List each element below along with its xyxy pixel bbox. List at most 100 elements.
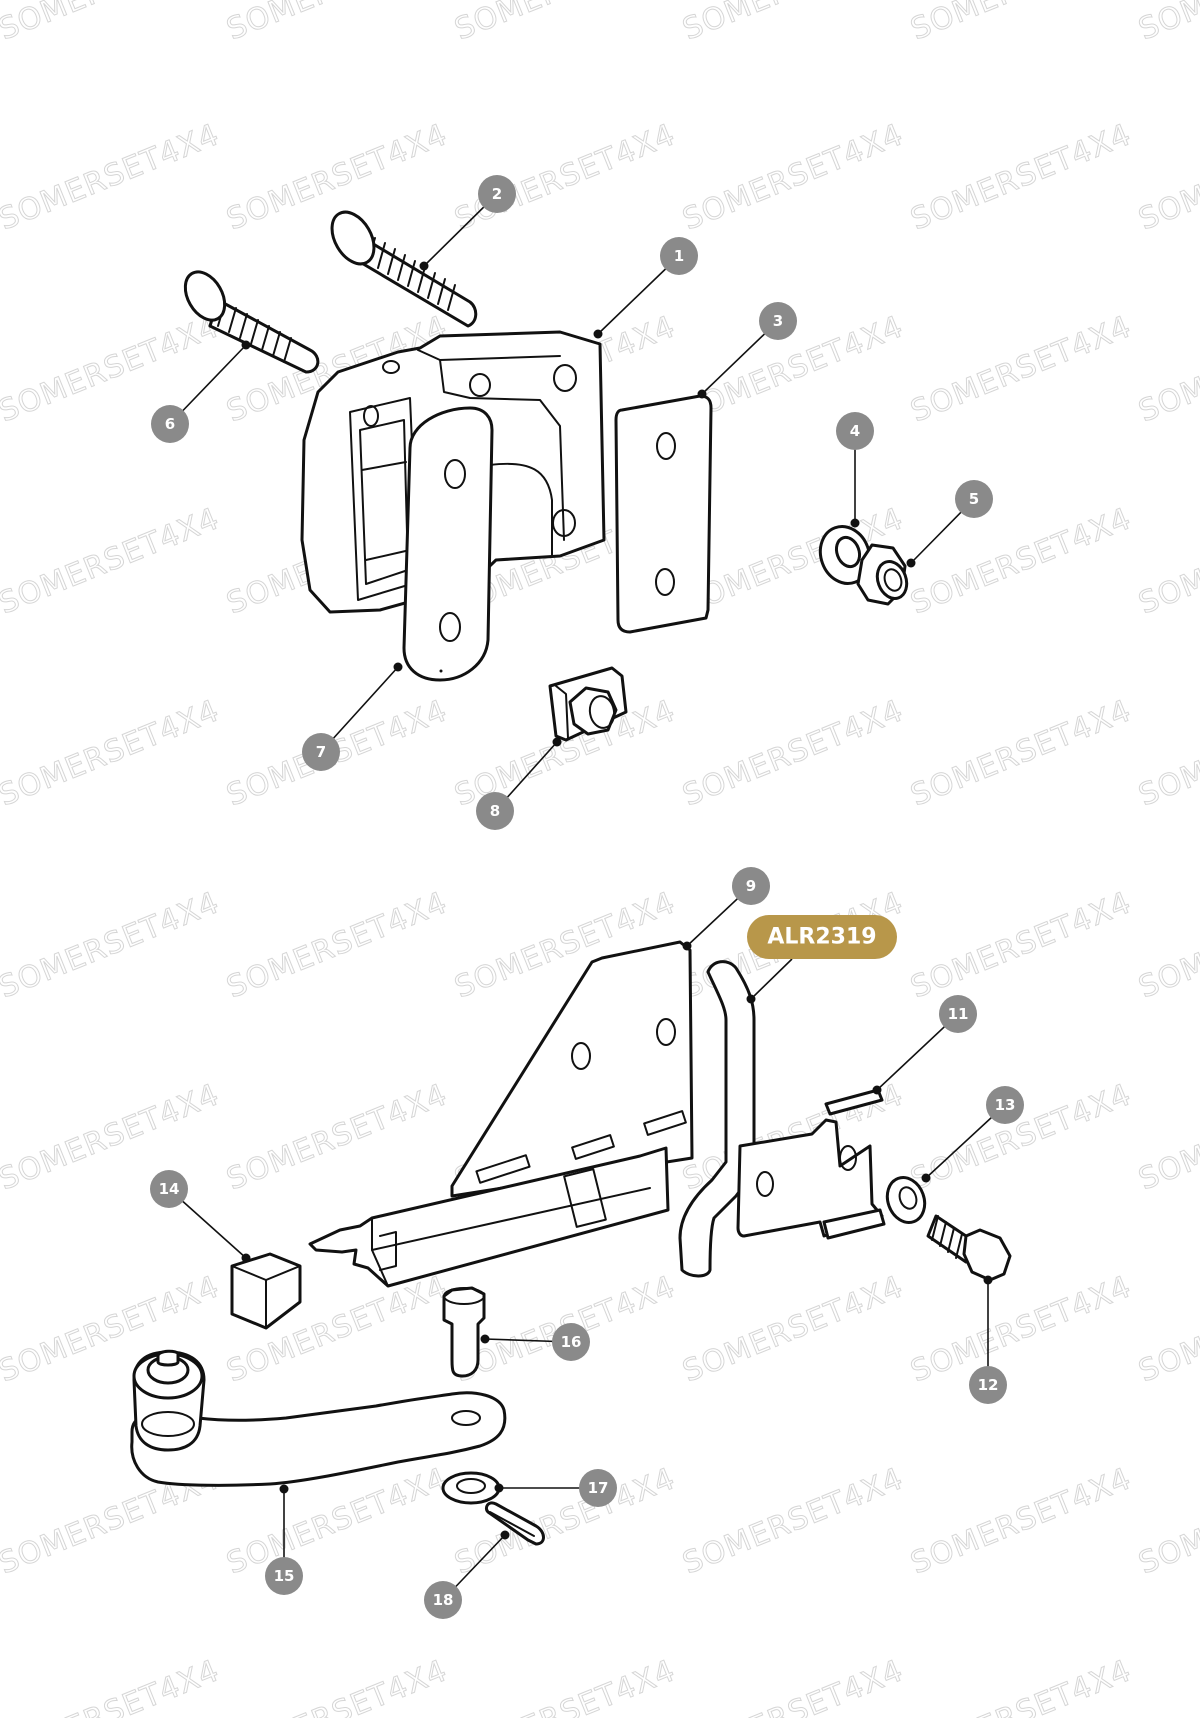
watermark-text: SOMERSET4X4 xyxy=(0,885,224,1005)
leader-15-dot xyxy=(279,1484,289,1494)
nut-part-5 xyxy=(856,543,909,606)
callout-1-label: 1 xyxy=(674,247,684,265)
leader-4-dot xyxy=(850,518,860,528)
callout-18-label: 18 xyxy=(433,1591,454,1609)
callout-2[interactable]: 2 xyxy=(478,175,516,213)
callout-7-label: 7 xyxy=(316,743,326,761)
watermark-text: SOMERSET4X4 xyxy=(0,501,224,621)
watermark-text: SOMERSET4X4 xyxy=(0,1653,224,1718)
callout-11-label: 11 xyxy=(948,1005,969,1023)
callout-5[interactable]: 5 xyxy=(955,480,993,518)
rubber-block-part-14 xyxy=(230,1252,302,1330)
callout-3-label: 3 xyxy=(773,312,783,330)
leader-alr2319-dot xyxy=(746,994,756,1004)
watermark-text: SOMERSET4X4 xyxy=(0,117,224,237)
leader-13-dot xyxy=(921,1173,931,1183)
watermark-text: SOMERSET4X4 xyxy=(222,0,452,47)
callout-9[interactable]: 9 xyxy=(732,867,770,905)
callout-17[interactable]: 17 xyxy=(579,1469,617,1507)
hinge-leaf-part-7 xyxy=(402,406,494,682)
split-pin-part-18 xyxy=(484,1501,545,1546)
watermark-text: SOMERSET4X4 xyxy=(678,1653,908,1718)
watermark-text: SOMERSET4X4 xyxy=(906,693,1136,813)
callout-14[interactable]: 14 xyxy=(150,1170,188,1208)
watermark-text: SOMERSET4X4 xyxy=(1134,501,1200,621)
watermark-text: SOMERSET4X4 xyxy=(906,1653,1136,1718)
callout-7[interactable]: 7 xyxy=(302,733,340,771)
watermark-text: SOMERSET4X4 xyxy=(1134,1653,1200,1718)
watermark-text: SOMERSET4X4 xyxy=(1134,1269,1200,1389)
watermark-text: SOMERSET4X4 xyxy=(450,117,680,237)
callout-4-label: 4 xyxy=(850,422,860,440)
leader-2-dot xyxy=(419,261,429,271)
watermark-text: SOMERSET4X4 xyxy=(906,1461,1136,1581)
cage-nut-part-8 xyxy=(548,666,628,742)
watermark-text: SOMERSET4X4 xyxy=(450,0,680,47)
callout-8[interactable]: 8 xyxy=(476,792,514,830)
watermark-text: SOMERSET4X4 xyxy=(0,0,224,47)
pin-part-16 xyxy=(442,1286,486,1378)
bolt-part-2 xyxy=(330,210,478,328)
watermark-text: SOMERSET4X4 xyxy=(1134,693,1200,813)
callout-13[interactable]: 13 xyxy=(986,1086,1024,1124)
leader-12-dot xyxy=(983,1275,993,1285)
leader-3-dot xyxy=(697,389,707,399)
callout-16-label: 16 xyxy=(561,1333,582,1351)
watermark-text: SOMERSET4X4 xyxy=(1134,1461,1200,1581)
check-arm-part-15 xyxy=(130,1349,507,1487)
part-number-label: ALR2319 xyxy=(767,925,876,950)
callout-17-label: 17 xyxy=(588,1479,609,1497)
callout-6[interactable]: 6 xyxy=(151,405,189,443)
watermark-text: SOMERSET4X4 xyxy=(906,117,1136,237)
callout-4[interactable]: 4 xyxy=(836,412,874,450)
leader-16-dot xyxy=(480,1334,490,1344)
leader-7 xyxy=(320,666,399,753)
watermark-text: SOMERSET4X4 xyxy=(1134,0,1200,47)
watermark-text: SOMERSET4X4 xyxy=(1134,885,1200,1005)
leader-14-dot xyxy=(241,1253,251,1263)
watermark-text: SOMERSET4X4 xyxy=(906,885,1136,1005)
watermark-text: SOMERSET4X4 xyxy=(906,309,1136,429)
leader-18-dot xyxy=(500,1530,510,1540)
spring-rod-alr2319 xyxy=(678,960,756,1278)
callout-11[interactable]: 11 xyxy=(939,995,977,1033)
hinge-bracket-part-11 xyxy=(736,1088,886,1240)
callouts: 1 2 3 4 5 6 7 8 9 11 12 13 14 15 16 17 1… xyxy=(150,175,1024,1619)
watermark-text: SOMERSET4X4 xyxy=(1134,117,1200,237)
leader-7-dot xyxy=(393,662,403,672)
watermark-text: SOMERSET4X4 xyxy=(222,1653,452,1718)
watermark-text: SOMERSET4X4 xyxy=(450,1653,680,1718)
watermark-text: SOMERSET4X4 xyxy=(0,309,224,429)
washer-part-4 xyxy=(818,525,872,585)
callout-15-label: 15 xyxy=(274,1567,295,1585)
callout-12-label: 12 xyxy=(978,1376,999,1394)
leader-9-dot xyxy=(682,941,692,951)
watermark-text: SOMERSET4X4 xyxy=(906,1269,1136,1389)
callout-6-label: 6 xyxy=(165,415,175,433)
callout-12[interactable]: 12 xyxy=(969,1366,1007,1404)
leader-8-dot xyxy=(552,737,562,747)
callout-18[interactable]: 18 xyxy=(424,1581,462,1619)
part-number-badge-alr2319[interactable]: ALR2319 xyxy=(747,915,897,959)
watermark-text: SOMERSET4X4 xyxy=(678,1269,908,1389)
callout-1[interactable]: 1 xyxy=(660,237,698,275)
watermark-text: SOMERSET4X4 xyxy=(678,1461,908,1581)
callout-16[interactable]: 16 xyxy=(552,1323,590,1361)
callout-2-label: 2 xyxy=(492,185,502,203)
watermark-text: SOMERSET4X4 xyxy=(906,0,1136,47)
callout-5-label: 5 xyxy=(969,490,979,508)
watermark-text: SOMERSET4X4 xyxy=(906,501,1136,621)
leader-6-dot xyxy=(241,340,251,350)
watermark-text: SOMERSET4X4 xyxy=(678,693,908,813)
callout-13-label: 13 xyxy=(995,1096,1016,1114)
leader-alr2319 xyxy=(750,958,793,1000)
watermark-text: SOMERSET4X4 xyxy=(0,693,224,813)
leader-1-dot xyxy=(593,329,603,339)
watermark-text: SOMERSET4X4 xyxy=(1134,309,1200,429)
watermark-text: SOMERSET4X4 xyxy=(222,885,452,1005)
callout-15[interactable]: 15 xyxy=(265,1557,303,1595)
watermark-text: SOMERSET4X4 xyxy=(222,1077,452,1197)
callout-3[interactable]: 3 xyxy=(759,302,797,340)
check-strap-bracket-part-9 xyxy=(308,940,694,1288)
